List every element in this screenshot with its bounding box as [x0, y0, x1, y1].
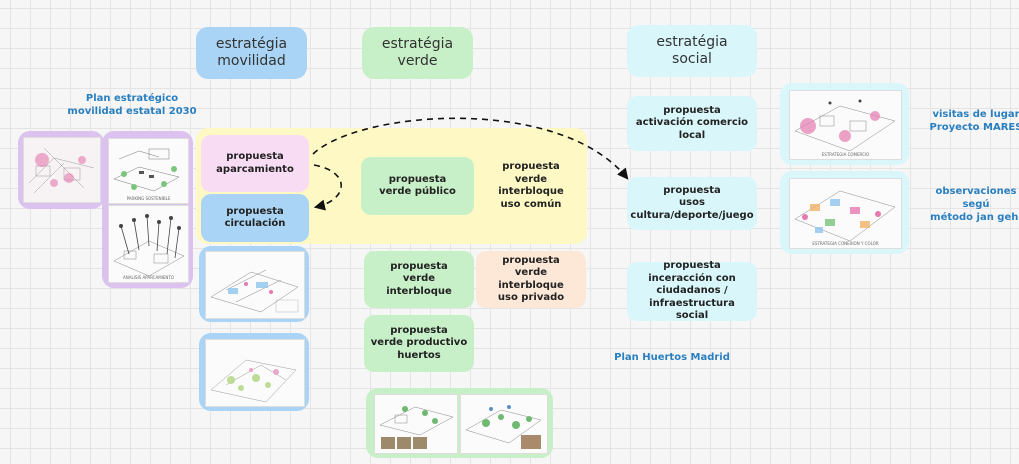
thumb-label-analisis: ANALISIS APARCAMIENTO [123, 275, 174, 280]
annotation-plan-movilidad: Plan estratégico movilidad estatal 2030 [67, 93, 197, 117]
thumb-label-comercio: ESTRATEGIA COMERCIO [821, 152, 870, 157]
card-verde-productivo[interactable]: propuesta verde productivo huertos [364, 315, 474, 372]
thumb-frame-comercio[interactable]: ESTRATEGIA COMERCIO [780, 83, 909, 165]
header-social[interactable]: estratégia social [627, 25, 757, 77]
card-comercio[interactable]: propuesta activación comercio local [627, 96, 757, 151]
card-usos[interactable]: propuesta usos cultura/deporte/juego [627, 177, 757, 230]
thumb-frame-circulacion-1[interactable] [199, 246, 309, 322]
thumb-frame-verde[interactable] [366, 388, 553, 458]
card-interaccion[interactable]: propuesta inceracción con ciudadanos / i… [627, 260, 757, 321]
arrow-aparcamiento-to-usos [312, 117, 629, 180]
header-movilidad[interactable]: estratégia movilidad [196, 27, 307, 79]
card-verde-interbloque-privado[interactable]: propuesta verde interbloque uso privado [476, 251, 586, 308]
thumb-frame-circulacion-2[interactable] [199, 333, 309, 411]
card-verde-interbloque[interactable]: propuesta verde interbloque [364, 251, 474, 308]
card-aparcamiento[interactable]: propuesta aparcamiento [201, 135, 309, 192]
arrow-aparcamiento-to-circulacion [313, 164, 343, 211]
thumb-frame-conexion[interactable]: ESTRATEGIA CONEXION Y COLOR [780, 171, 909, 254]
annotation-plan-huertos: Plan Huertos Madrid [614, 352, 730, 363]
card-circulacion[interactable]: propuesta circulación [201, 194, 309, 242]
header-verde[interactable]: estratégia verde [362, 27, 473, 79]
card-verde-publico[interactable]: propuesta verde público [361, 157, 474, 215]
thumb-label-conexion: ESTRATEGIA CONEXION Y COLOR [812, 241, 879, 246]
annotation-visitas: visitas de lugar Proyecto MARES [929, 109, 1019, 133]
thumb-label-parking: PARKING SOSTENIBLE [126, 196, 171, 201]
thumb-frame-parking[interactable]: PARKING SOSTENIBLE ANALISIS APARCAMIENTO [102, 131, 193, 288]
thumb-frame-analysis-1[interactable] [18, 131, 104, 209]
annotation-observaciones: observaciones segú método jan gehl [930, 186, 1019, 223]
card-verde-interbloque-comun: propuesta verde interbloque uso común [498, 161, 564, 210]
